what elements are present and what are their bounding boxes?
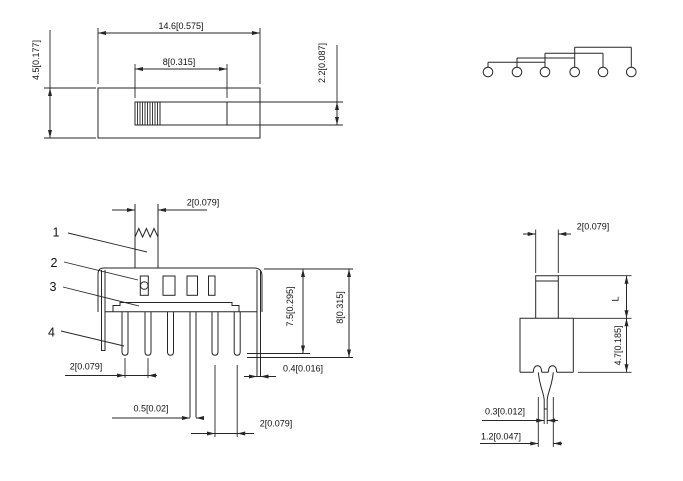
front-view: 1 2 3 4 2[0.079] 7.5[0.295] 8[0.315] 0.4…	[48, 198, 353, 437]
pin-1	[121, 311, 129, 356]
dim-slot-length-label: 8[0.315]	[163, 57, 196, 67]
dim-body-to-pin-label: 7.5[0.295]	[285, 286, 295, 326]
terminal-5	[597, 66, 609, 78]
callout-4-terminal: 4	[48, 326, 55, 340]
terminal-3	[539, 66, 551, 78]
top-view-body-outline	[97, 87, 261, 139]
dim-pin-base-width-label: 1.2[0.047]	[481, 432, 521, 442]
pin-4	[189, 311, 197, 418]
dim-body-depth-label: 4.7[0.185]	[613, 325, 623, 365]
actuator-break-symbol	[134, 227, 159, 239]
side-actuator-knob	[535, 275, 559, 319]
dim-knob-thickness-label: 2[0.079]	[577, 222, 610, 232]
pin-3	[167, 311, 174, 356]
front-right-bracket	[256, 270, 261, 377]
slot-1	[139, 275, 149, 296]
front-left-bracket	[101, 270, 106, 351]
callout-3-base: 3	[50, 280, 57, 294]
top-view: 14.6[0.575] 8[0.315] 4.5[0.177] 2.2[0.08…	[31, 21, 343, 139]
pin-2	[144, 311, 152, 356]
terminal-2	[511, 66, 523, 78]
dim-bracket-thickness-label: 0.4[0.016]	[283, 364, 323, 374]
top-view-actuator-knob	[134, 101, 161, 126]
knob-hatching	[137, 102, 158, 125]
dim-actuator-width-label: 2[0.079]	[187, 198, 220, 208]
callout-1-actuator: 1	[53, 226, 60, 240]
terminal-6	[626, 66, 637, 78]
slot-2	[162, 275, 176, 296]
terminal-4	[569, 66, 581, 78]
top-view-slot	[134, 101, 228, 126]
dim-pin-pitch-right-label: 2[0.079]	[260, 419, 293, 429]
top-view-extension-lines	[44, 28, 343, 139]
slot-3	[186, 275, 198, 296]
dim-body-height-label: 4.5[0.177]	[31, 40, 41, 80]
front-base-contour	[105, 302, 257, 313]
pin-5	[211, 311, 219, 356]
side-view: 2[0.079] L 4.7[0.185] 0.3[0.012] 1.2[0.0…	[480, 222, 632, 447]
dim-overall-width-label: 14.6[0.575]	[158, 21, 203, 31]
schematic-terminal-leads	[487, 47, 632, 68]
dim-knob-width-label: 2.2[0.087]	[317, 43, 327, 83]
terminal-schematic	[482, 46, 637, 78]
front-face-slots	[139, 275, 216, 296]
detent-circle	[140, 281, 149, 290]
terminal-1	[482, 66, 494, 78]
callout-2-housing: 2	[51, 256, 58, 270]
dim-pin-tip-width-label: 0.3[0.012]	[485, 407, 525, 417]
front-actuator	[134, 204, 159, 268]
front-body-outline	[97, 267, 263, 312]
slot-4	[208, 275, 216, 296]
front-extension-lines	[124, 268, 353, 437]
dim-pin-pitch-left-label: 2[0.079]	[70, 362, 103, 372]
pin-6	[233, 311, 241, 356]
side-pin	[537, 372, 554, 410]
side-body-outline	[519, 317, 574, 373]
callout-leader-lines	[60, 232, 148, 347]
dim-actuator-length-label: L	[611, 296, 621, 301]
dim-pin-width-label: 0.5[0.02]	[133, 404, 168, 414]
dim-overall-height-label: 8[0.315]	[335, 291, 345, 324]
side-body-pin-notches	[532, 365, 558, 373]
schematic-bridge-lines	[488, 46, 632, 63]
front-pins	[121, 311, 241, 418]
